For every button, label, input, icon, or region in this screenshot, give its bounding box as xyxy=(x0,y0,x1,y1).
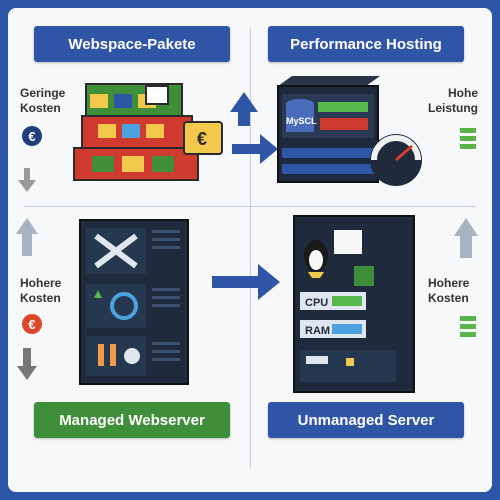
ram-label: RAM xyxy=(305,325,330,337)
svg-text:€: € xyxy=(197,129,207,149)
diagram-frame: Webspace-Pakete Performance Hosting Mana… xyxy=(8,8,492,492)
title-webspace-pakete: Webspace-Pakete xyxy=(34,26,230,62)
title-performance-hosting: Performance Hosting xyxy=(268,26,464,62)
db-label: MySCL xyxy=(286,116,317,126)
arrow-up-icon xyxy=(16,218,38,256)
label-hohere-kosten-right: Hohere Kosten xyxy=(428,276,470,305)
performance-server-icon xyxy=(277,76,422,186)
unmanaged-server-icon: CPU RAM MySCL xyxy=(286,116,415,393)
euro-symbol: € xyxy=(28,128,36,144)
label-geringe-kosten: Geringe Kosten xyxy=(20,86,66,115)
webspace-boxes-icon: € xyxy=(73,83,223,181)
green-stack-icon xyxy=(460,316,476,337)
green-stack-icon xyxy=(460,128,476,149)
diagram-graphics: € xyxy=(16,76,478,393)
horizontal-divider xyxy=(24,206,476,207)
cpu-label: CPU xyxy=(305,297,328,309)
arrow-down-icon xyxy=(18,168,36,192)
title-managed-webserver: Managed Webserver xyxy=(34,402,230,438)
title-unmanaged-server: Unmanaged Server xyxy=(268,402,464,438)
arrow-right-icon xyxy=(232,134,278,164)
euro-coin-icon: € xyxy=(22,314,42,334)
arrow-down-icon xyxy=(17,348,37,380)
label-hohe-leistung: Hohe Leistung xyxy=(428,86,478,115)
euro-coin-icon: € xyxy=(22,126,42,146)
managed-server-icon xyxy=(79,219,189,385)
arrow-up-icon xyxy=(454,218,478,258)
label-hohere-kosten-left: Hohere Kosten xyxy=(20,276,62,305)
arrow-up-icon xyxy=(230,92,258,126)
arrow-right-icon xyxy=(212,264,280,300)
euro-symbol: € xyxy=(28,316,36,332)
vertical-divider xyxy=(250,28,251,468)
